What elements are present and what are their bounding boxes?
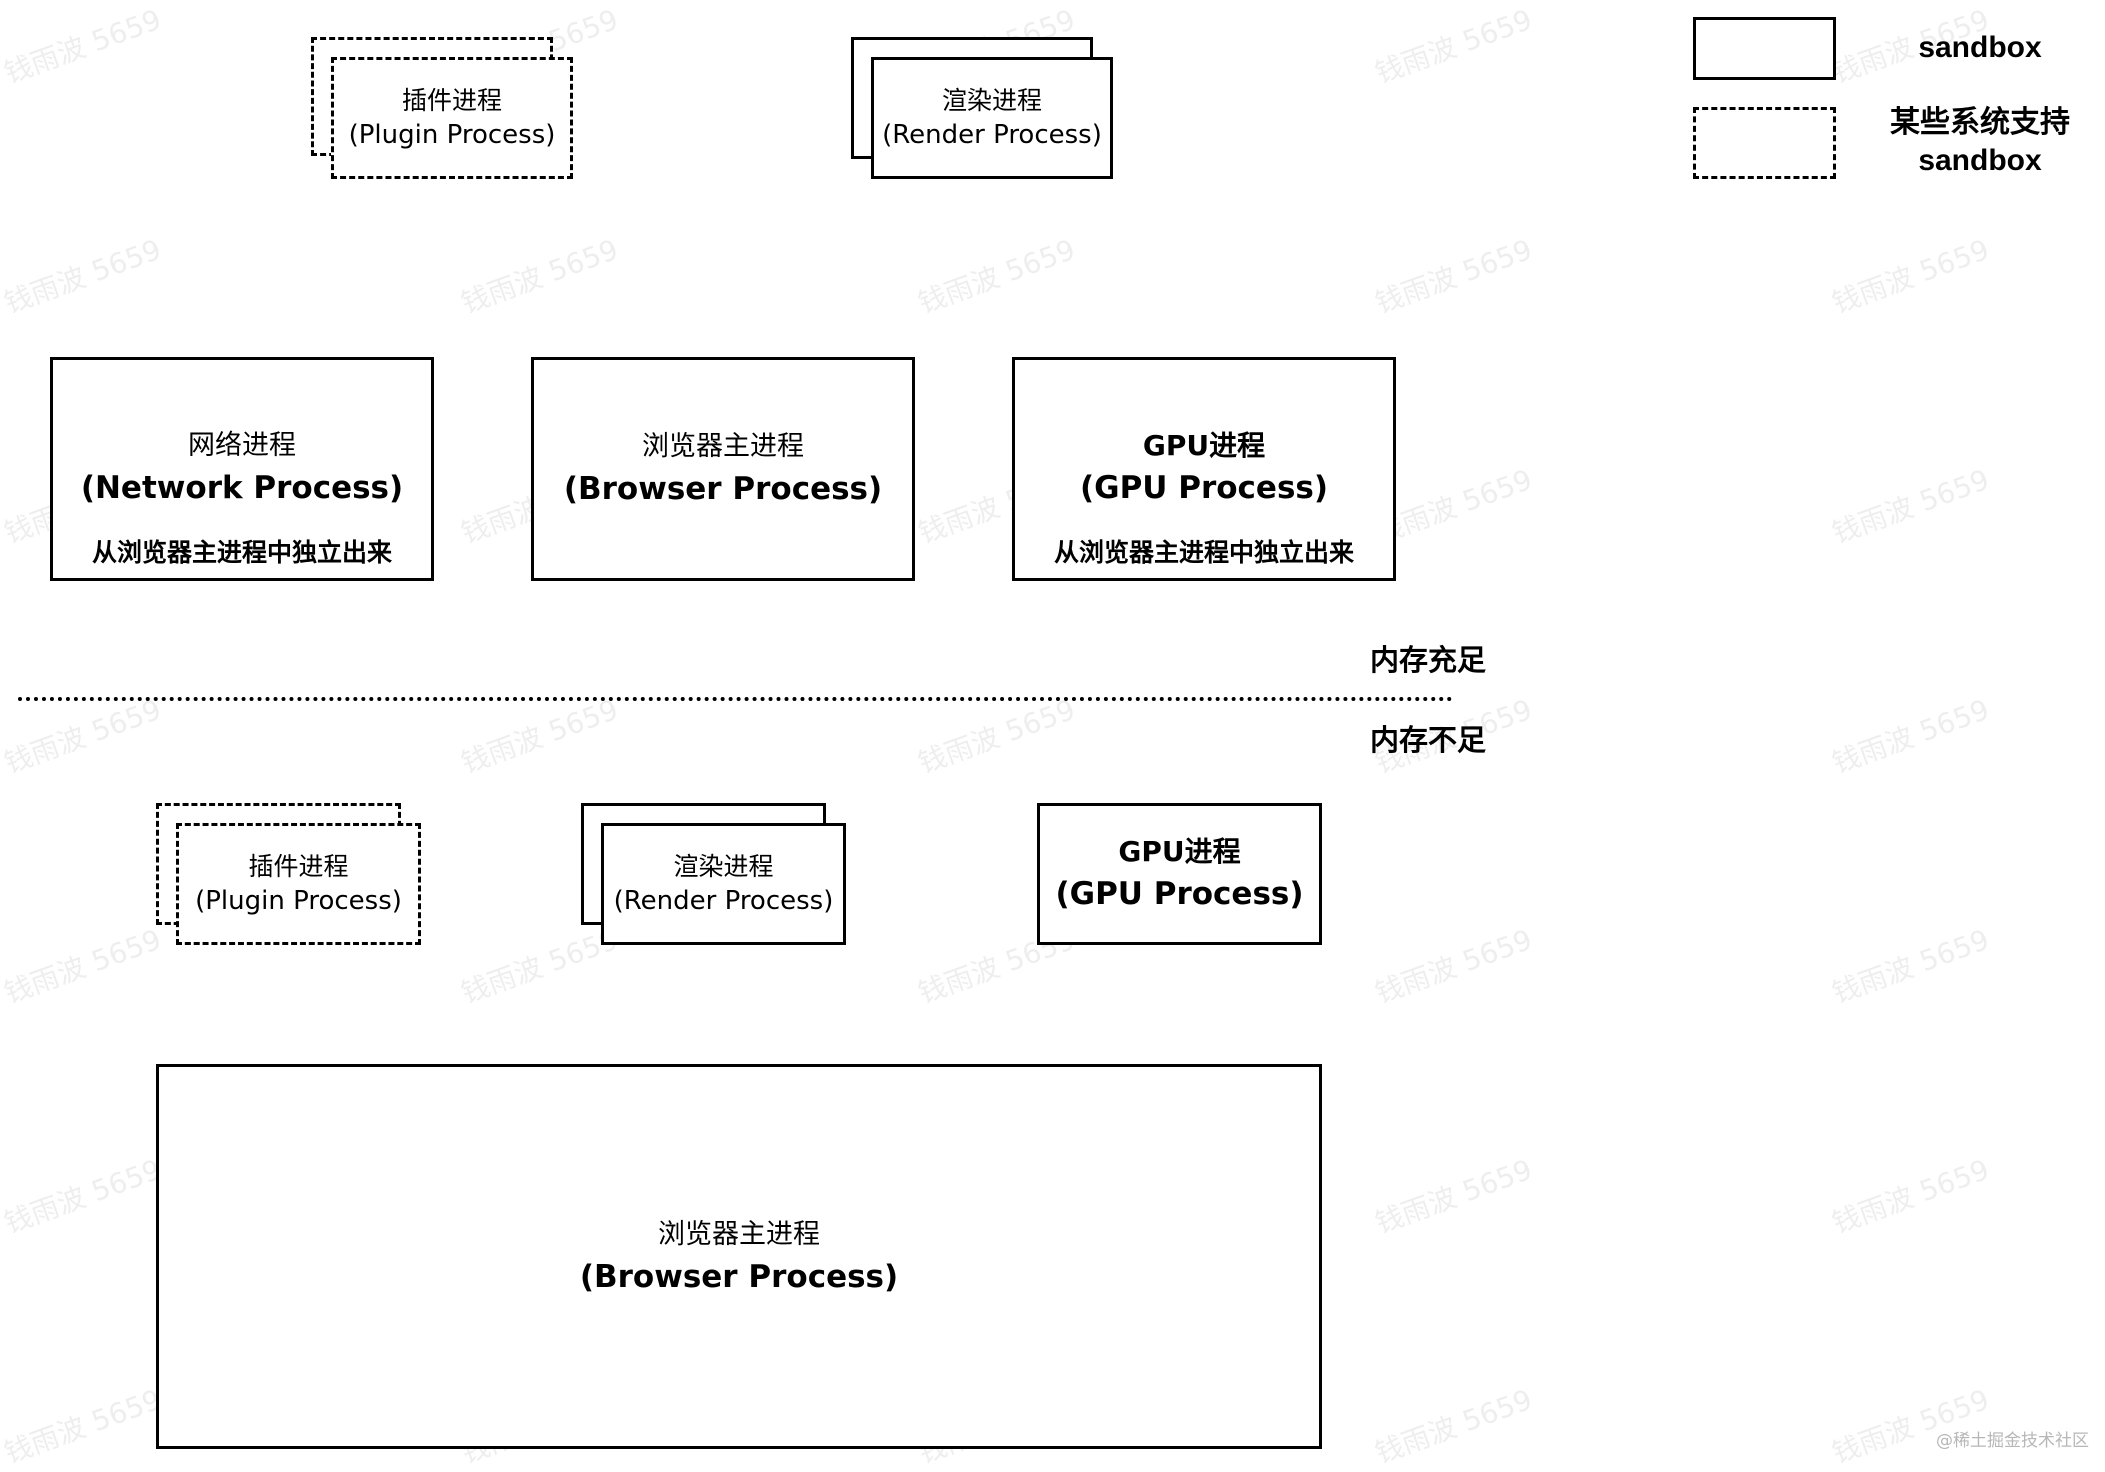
browser-process-box: 浏览器主进程 (Browser Process) [531, 357, 915, 581]
legend-solid-label: sandbox [1918, 31, 2042, 64]
plugin-process-subtitle: (Plugin Process) [348, 120, 556, 150]
browser-process-box-bottom: 浏览器主进程 (Browser Process) [156, 1064, 1322, 1449]
watermark-text: 钱雨波 5659 [1827, 462, 1994, 550]
browser-process-subtitle-bottom: (Browser Process) [579, 1258, 899, 1295]
watermark-text: 钱雨波 5659 [456, 232, 623, 320]
legend-dashed-label-line2: sandbox [1918, 144, 2042, 177]
network-process-subtitle: (Network Process) [80, 470, 404, 506]
gpu-process-box-bottom: GPU进程 (GPU Process) [1037, 803, 1322, 945]
plugin-process-subtitle-bottom: (Plugin Process) [195, 886, 402, 916]
gpu-process-box: GPU进程 (GPU Process) 从浏览器主进程中独立出来 [1012, 357, 1396, 581]
watermark-text: 钱雨波 5659 [0, 692, 166, 780]
browser-process-title-bottom: 浏览器主进程 [658, 1218, 820, 1250]
render-process-title: 渲染进程 [941, 86, 1042, 115]
browser-process-title: 浏览器主进程 [642, 431, 804, 462]
watermark-text: 钱雨波 5659 [913, 692, 1080, 780]
render-process-box: 渲染进程 (Render Process) [871, 57, 1113, 179]
watermark-text: 钱雨波 5659 [1827, 1152, 1994, 1240]
plugin-process-box: 插件进程 (Plugin Process) [331, 57, 573, 179]
watermark-text: 钱雨波 5659 [0, 922, 166, 1010]
network-process-note: 从浏览器主进程中独立出来 [91, 538, 392, 567]
watermark-text: 钱雨波 5659 [0, 1152, 166, 1240]
memory-sufficient-label: 内存充足 [1370, 643, 1487, 677]
gpu-process-title-bottom: GPU进程 [1118, 835, 1241, 868]
render-process-box-bottom: 渲染进程 (Render Process) [601, 823, 846, 945]
legend-solid-swatch [1693, 17, 1836, 80]
plugin-process-title-bottom: 插件进程 [248, 852, 349, 881]
watermark-text: 钱雨波 5659 [1827, 922, 1994, 1010]
legend-dashed-swatch [1693, 107, 1836, 179]
plugin-process-box-bottom: 插件进程 (Plugin Process) [176, 823, 421, 945]
gpu-process-subtitle-bottom: (GPU Process) [1055, 876, 1304, 912]
memory-insufficient-label: 内存不足 [1370, 723, 1487, 757]
watermark-text: 钱雨波 5659 [456, 692, 623, 780]
legend-dashed-label-line1: 某些系统支持 [1890, 106, 2070, 139]
memory-divider-line [18, 697, 1453, 701]
watermark-text: 钱雨波 5659 [1827, 692, 1994, 780]
watermark-text: 钱雨波 5659 [1370, 232, 1537, 320]
watermark-text: 钱雨波 5659 [1827, 1382, 1994, 1470]
render-process-title-bottom: 渲染进程 [673, 852, 774, 881]
watermark-text: 钱雨波 5659 [0, 1382, 166, 1470]
watermark-text: 钱雨波 5659 [456, 922, 623, 1010]
network-process-box: 网络进程 (Network Process) 从浏览器主进程中独立出来 [50, 357, 434, 581]
network-process-title: 网络进程 [188, 430, 296, 461]
watermark-text: 钱雨波 5659 [0, 232, 166, 320]
site-credit: @稀土掘金技术社区 [1936, 1431, 2089, 1451]
plugin-process-title: 插件进程 [401, 86, 502, 115]
legend-dashed-label: 某些系统支持 sandbox [1880, 104, 2080, 180]
watermark-text: 钱雨波 5659 [1370, 1382, 1537, 1470]
render-process-subtitle: (Render Process) [882, 120, 1102, 150]
browser-process-subtitle: (Browser Process) [563, 471, 883, 507]
gpu-process-subtitle: (GPU Process) [1079, 470, 1329, 506]
watermark-text: 钱雨波 5659 [913, 232, 1080, 320]
watermark-text: 钱雨波 5659 [1370, 1152, 1537, 1240]
render-process-subtitle-bottom: (Render Process) [613, 886, 834, 916]
gpu-process-note: 从浏览器主进程中独立出来 [1053, 538, 1354, 567]
watermark-text: 钱雨波 5659 [1370, 922, 1537, 1010]
watermark-text: 钱雨波 5659 [1370, 2, 1537, 90]
gpu-process-title: GPU进程 [1142, 429, 1266, 462]
watermark-text: 钱雨波 5659 [0, 2, 166, 90]
watermark-text: 钱雨波 5659 [1827, 232, 1994, 320]
